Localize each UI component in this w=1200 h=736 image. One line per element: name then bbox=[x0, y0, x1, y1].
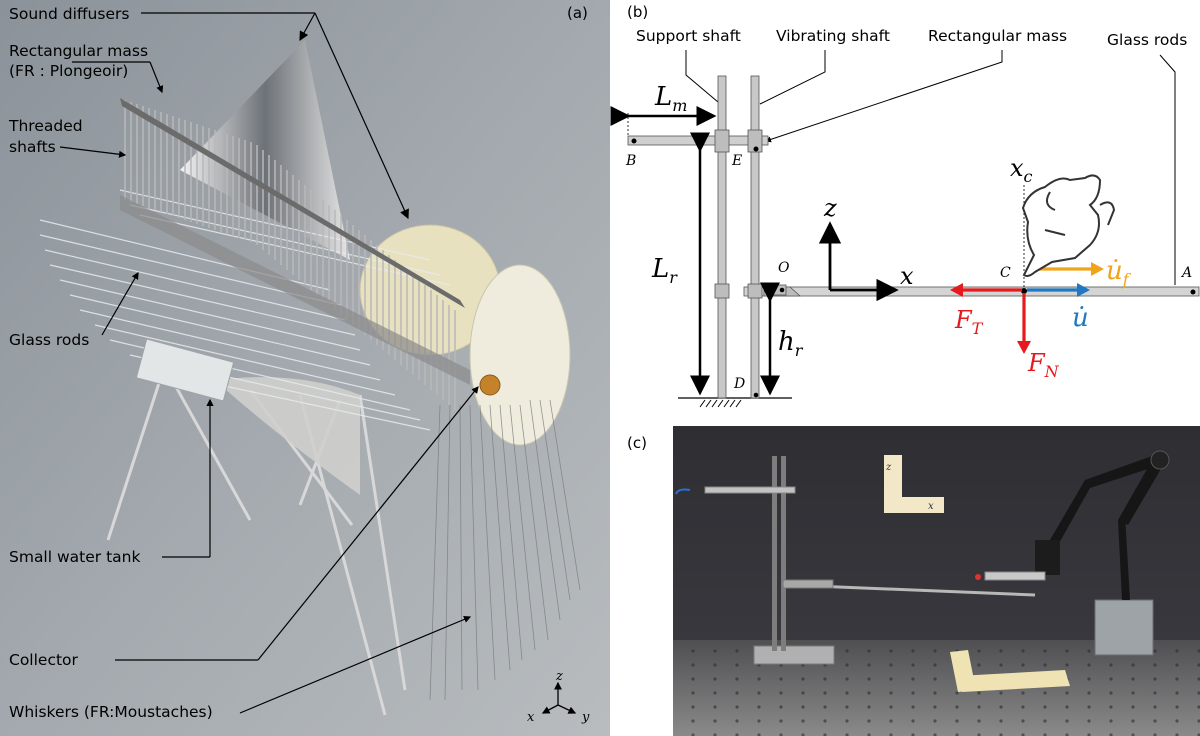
label-vibrating-shaft: Vibrating shaft bbox=[776, 27, 890, 45]
label-glass-rods-b: Glass rods bbox=[1107, 31, 1187, 49]
point-B: B bbox=[625, 153, 636, 169]
symbol-FN: FN bbox=[1027, 349, 1060, 381]
label-shafts: shafts bbox=[9, 138, 56, 156]
label-rectangular-mass: Rectangular mass bbox=[9, 42, 148, 60]
label-support-shaft: Support shaft bbox=[636, 27, 741, 45]
label-rectangular-mass-fr: (FR : Plongeoir) bbox=[9, 62, 128, 80]
panel-b-symbols: Lm Lr hr xc z x FT FN u̇ u̇f B E O C A D bbox=[625, 82, 1192, 392]
label-small-water-tank: Small water tank bbox=[9, 548, 140, 566]
panel-c-photo: z x bbox=[673, 426, 1200, 736]
panel-c-letter: (c) bbox=[627, 434, 647, 452]
point-C: C bbox=[1000, 265, 1011, 281]
label-sound-diffusers: Sound diffusers bbox=[9, 5, 129, 23]
symbol-Lr: Lr bbox=[651, 254, 678, 287]
triad-y-label: y bbox=[581, 710, 590, 725]
symbol-u-dot: u̇ bbox=[1072, 303, 1089, 333]
panel-a-annotations bbox=[59, 12, 479, 714]
label-glass-rods-a: Glass rods bbox=[9, 331, 89, 349]
triad-z-label: z bbox=[555, 669, 563, 684]
panel-b-schematic: (b) Support shaft Vibrating shaft Rectan… bbox=[610, 3, 1200, 408]
point-O: O bbox=[778, 260, 790, 276]
symbol-Lm: Lm bbox=[654, 82, 687, 115]
label-collector: Collector bbox=[9, 651, 79, 669]
point-A: A bbox=[1180, 265, 1192, 281]
triad-x-label: x bbox=[527, 710, 535, 725]
panel-b-letter: (b) bbox=[627, 3, 648, 21]
panel-a-letter: (a) bbox=[567, 4, 588, 22]
point-D: D bbox=[733, 376, 745, 392]
label-threaded: Threaded bbox=[8, 117, 83, 135]
symbol-uf-dot: u̇f bbox=[1106, 256, 1132, 289]
symbol-z: z bbox=[823, 194, 837, 222]
panel-a-labels: Sound diffusers Rectangular mass (FR : P… bbox=[8, 4, 588, 721]
panel-a-photo bbox=[0, 0, 610, 736]
symbol-FT: FT bbox=[954, 306, 984, 338]
tape-wall-x: x bbox=[928, 501, 934, 512]
symbol-xc: xc bbox=[1010, 154, 1033, 186]
symbol-x: x bbox=[900, 262, 914, 290]
symbol-hr: hr bbox=[778, 327, 804, 360]
finger-hand-sketch bbox=[1021, 174, 1116, 277]
panel-a-axis-triad: z x y bbox=[527, 669, 590, 725]
tape-wall-z: z bbox=[885, 462, 892, 473]
label-whiskers: Whiskers (FR:Moustaches) bbox=[9, 703, 213, 721]
point-E: E bbox=[731, 153, 742, 169]
label-rectangular-mass-b: Rectangular mass bbox=[928, 27, 1067, 45]
